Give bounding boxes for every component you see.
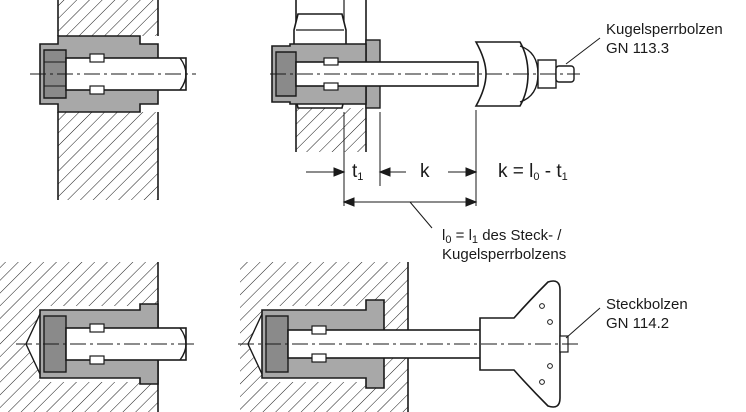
dimension-lines [306, 110, 478, 229]
dim-formula: k = l0 - t1 [498, 161, 568, 183]
dim-k: k [420, 161, 430, 182]
length-note-line2: Kugelsperrbolzens [442, 246, 567, 263]
dim-t1: t1 [352, 161, 364, 183]
label-plunger-pin-name: Steckbolzen [606, 296, 688, 313]
top-left-assembly [30, 0, 196, 200]
bottom-left-assembly [0, 262, 196, 412]
mounting-plate-hatch [296, 108, 366, 152]
label-plunger-pin-code: GN 114.2 [606, 315, 670, 332]
length-note-line1: l0 = l1 des Steck- / [442, 227, 562, 246]
label-ball-lock-pin-code: GN 113.3 [606, 40, 670, 57]
wall-hatch-lower [58, 112, 158, 200]
lock-ball-upper [89, 53, 105, 63]
label-ball-lock-pin-name: Kugelsperrbolzen [606, 21, 723, 38]
bottom-right-assembly [238, 262, 601, 412]
leader-plunger-pin [565, 307, 601, 339]
leader-ball-lock [565, 37, 601, 65]
top-right-assembly [270, 0, 601, 152]
wall-hatch-upper [58, 0, 158, 36]
lock-ball-lower [89, 85, 105, 95]
